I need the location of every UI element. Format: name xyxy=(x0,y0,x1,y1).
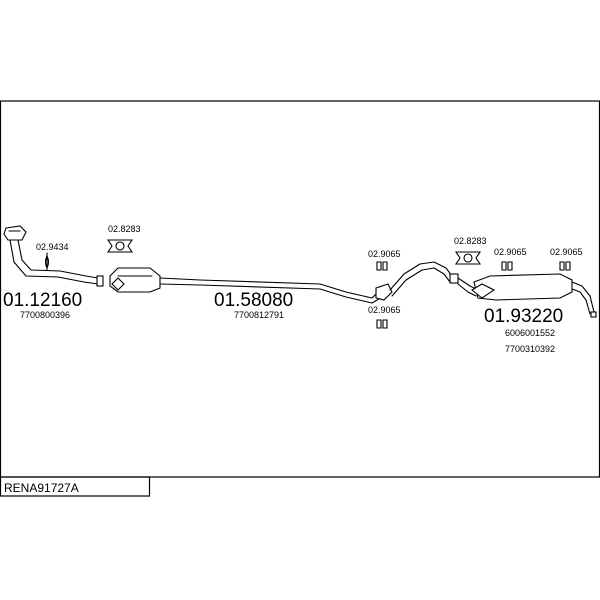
hanger-rear-1-icon xyxy=(501,261,513,271)
hanger-rear-2-icon xyxy=(559,261,571,271)
hanger-mid-lower-icon xyxy=(376,319,388,329)
hanger-mid-upper-label: 02.9065 xyxy=(368,249,401,259)
hanger-rear-2-label: 02.9065 xyxy=(550,247,583,257)
front-pipe xyxy=(3,225,104,287)
oem-number-rear-2: 7700310392 xyxy=(505,344,555,354)
hanger-mid-lower-label: 02.9065 xyxy=(368,305,401,315)
rear-joint xyxy=(449,273,459,284)
front-flange xyxy=(3,225,27,241)
hanger-mid-upper-icon xyxy=(376,261,388,271)
middle-silencer xyxy=(109,267,393,304)
gasket-rear-label: 02.8283 xyxy=(454,236,487,246)
gasket-rear-icon xyxy=(454,251,482,265)
rear-silencer-body xyxy=(473,273,573,301)
part-number-rear: 01.93220 xyxy=(484,306,563,327)
title-tag-box xyxy=(0,476,151,497)
front-pipe-connector xyxy=(96,275,104,287)
hanger-rear-1-label: 02.9065 xyxy=(494,247,527,257)
oem-number-front: 7700800396 xyxy=(20,310,70,320)
oem-number-middle: 7700812791 xyxy=(234,310,284,320)
middle-pipe-bracket xyxy=(375,283,393,301)
part-number-front: 01.12160 xyxy=(3,290,82,311)
part-number-middle: 01.58080 xyxy=(214,290,293,311)
title-tag: RENA91727A xyxy=(4,481,79,495)
gasket-front-label: 02.8283 xyxy=(108,224,141,234)
rear-silencer xyxy=(389,261,597,318)
gasket-front-icon xyxy=(106,239,134,253)
oem-number-rear-1: 6006001552 xyxy=(505,328,555,338)
clamp-front-label: 02.9434 xyxy=(36,242,69,252)
